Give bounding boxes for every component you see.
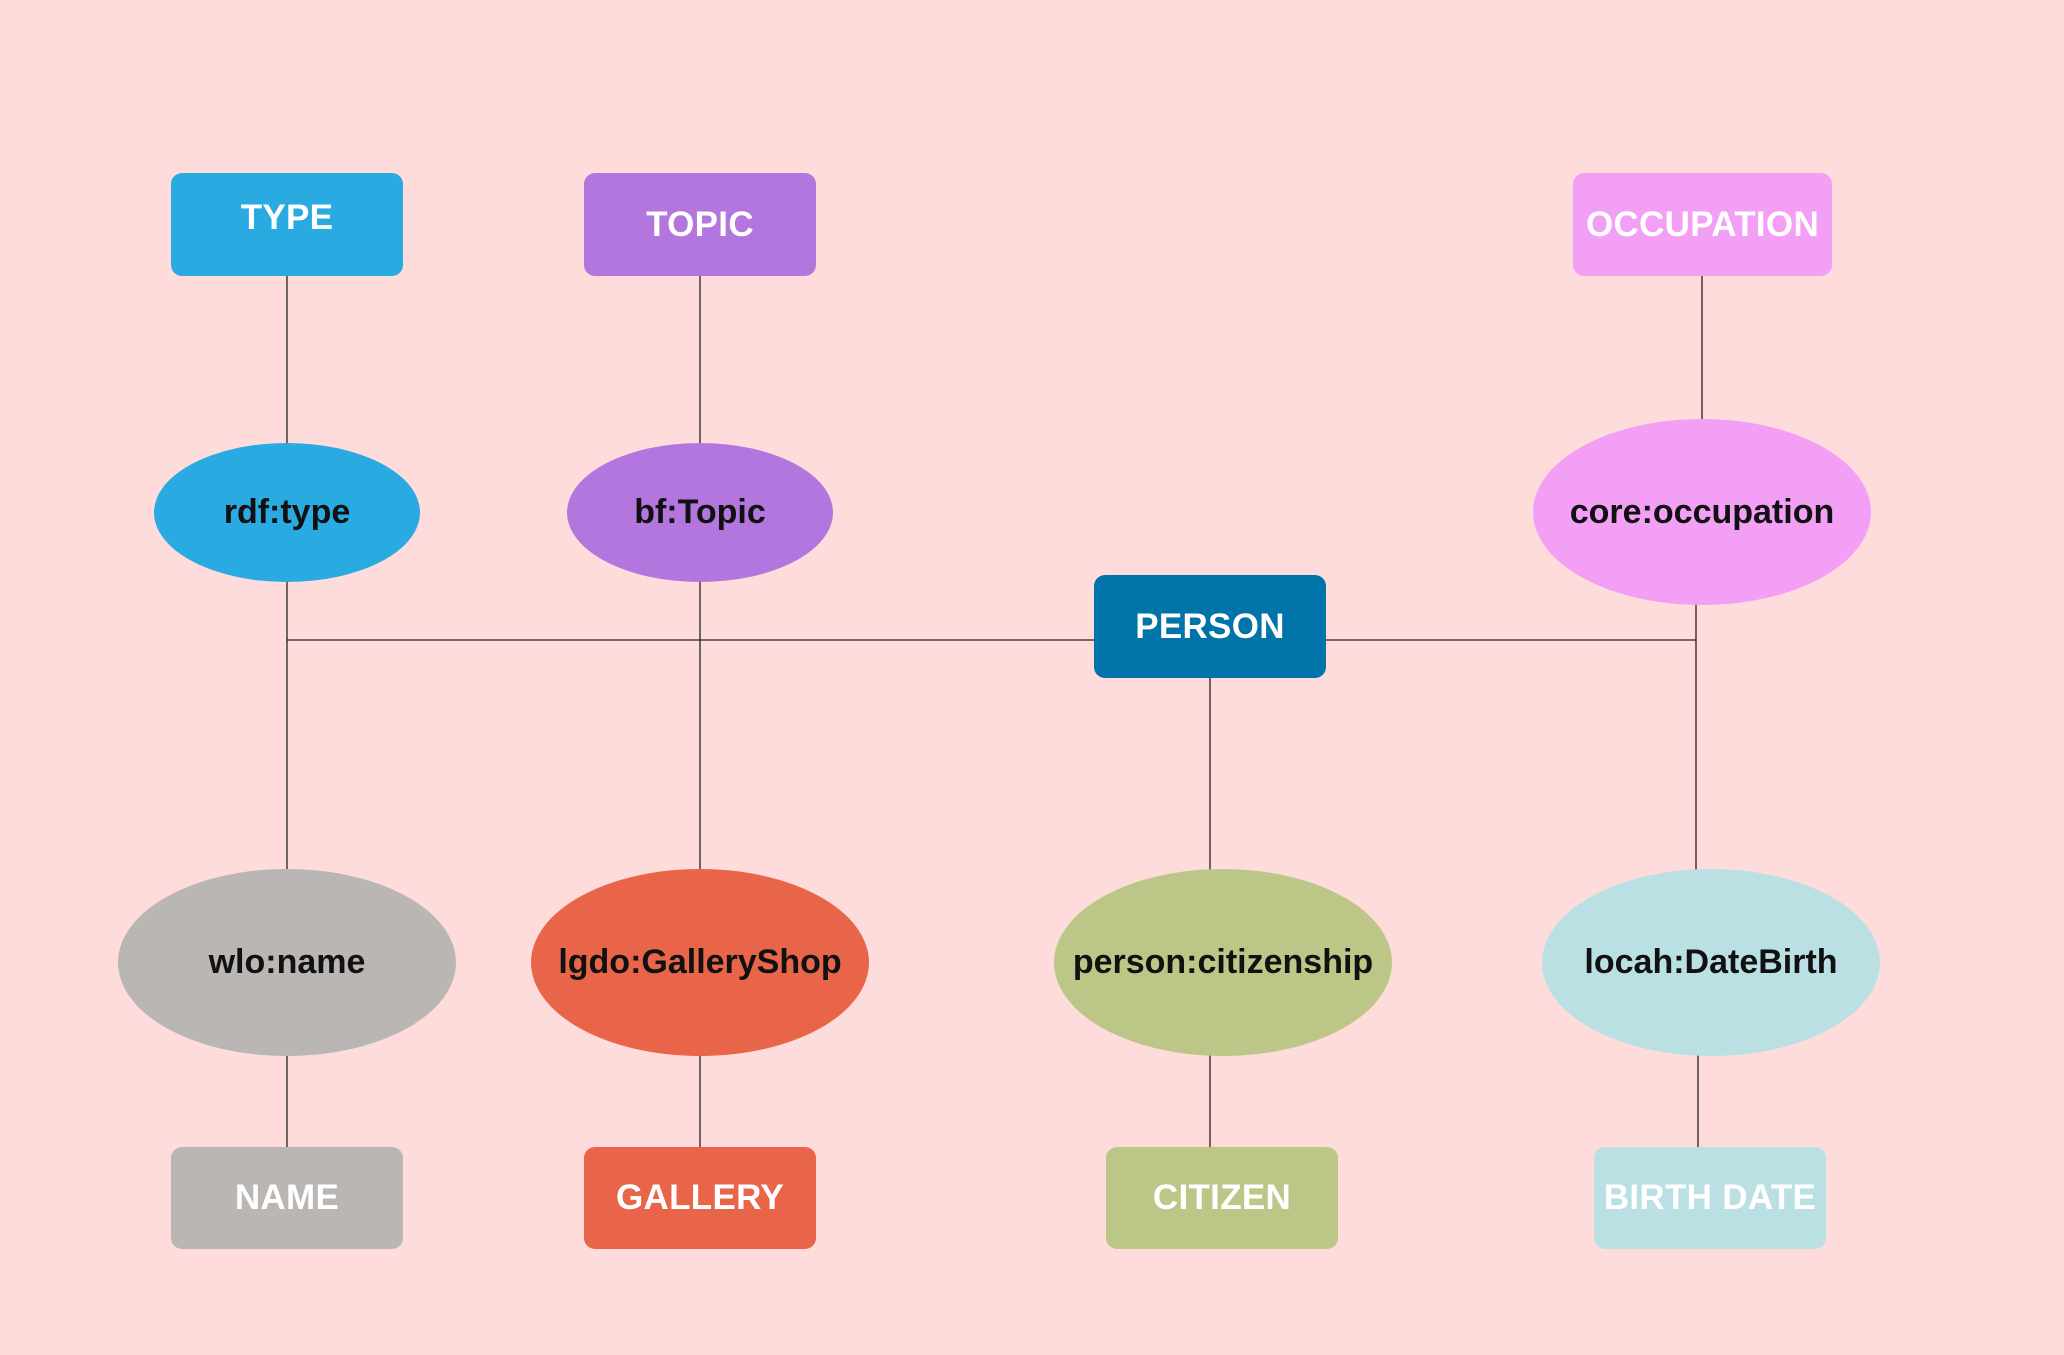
gallery-entity-box: GALLERY — [584, 1147, 816, 1249]
type-entity-box: TYPE — [171, 173, 403, 276]
rdf-type-relation-ellipse: rdf:type — [154, 443, 420, 582]
person-central-entity-box: PERSON — [1094, 575, 1326, 678]
bf-topic-relation-ellipse: bf:Topic — [567, 443, 833, 582]
lgdo-galleryshop-relation-ellipse: lgdo:GalleryShop — [531, 869, 869, 1056]
occupation-entity-box: OCCUPATION — [1573, 173, 1832, 276]
topic-entity-box: TOPIC — [584, 173, 816, 276]
name-entity-box: NAME — [171, 1147, 403, 1249]
citizen-entity-box: CITIZEN — [1106, 1147, 1338, 1249]
birth-date-entity-box: BIRTH DATE — [1594, 1147, 1826, 1249]
locah-datebirth-relation-ellipse: locah:DateBirth — [1542, 869, 1880, 1056]
core-occupation-relation-ellipse: core:occupation — [1533, 419, 1871, 605]
wlo-name-relation-ellipse: wlo:name — [118, 869, 456, 1056]
person-citizenship-relation-ellipse: person:citizenship — [1054, 869, 1392, 1056]
